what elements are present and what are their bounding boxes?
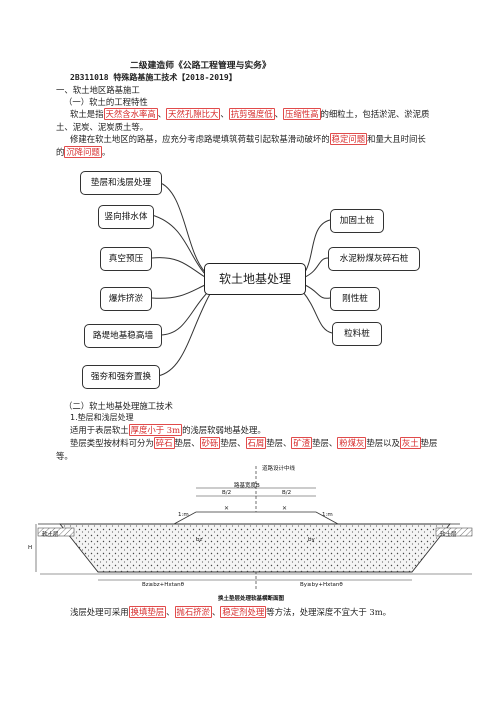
p4-sep: 垫层、 (174, 438, 200, 448)
road-mark: ✕ (282, 505, 287, 512)
highlight-stone-chips: 石屑 (245, 437, 267, 449)
p2-text-b: 和量大且时间长 (367, 134, 426, 144)
p1-sep: 、 (274, 109, 283, 119)
p2-text-d: 。 (101, 147, 111, 157)
p3-text-b: 的浅层软弱地基处理。 (182, 425, 266, 435)
paragraph-2-line-1: 修建在软土地区的路基，应充分考虑路堤填筑荷载引起软基滑动破坏的稳定问题和量大且时… (70, 133, 426, 145)
mindmap-node-left-6: 强夯和强夯置换 (82, 365, 160, 389)
mindmap-node-left-1: 垫层和浅层处理 (80, 171, 162, 195)
fig-half-left: B/2 (222, 490, 232, 496)
paragraph-4-line-1: 垫层类型按材料可分为碎石垫层、砂砾垫层、石屑垫层、矿渣垫层、粉煤灰垫层以及灰土垫… (70, 437, 437, 449)
connector (157, 293, 211, 377)
connector (302, 291, 333, 334)
p3-text-a: 适用于表层软土 (70, 425, 129, 435)
p4-sep: 垫层、 (312, 438, 338, 448)
paragraph-4-line-2: 等。 (56, 451, 73, 461)
highlight-thickness: 厚度小于 3m (128, 424, 183, 436)
mindmap-node-left-2: 竖向排水体 (98, 205, 154, 229)
fig-by: by (308, 537, 315, 543)
p4-sep: 垫层以及 (366, 438, 400, 448)
highlight-fly-ash: 粉煤灰 (337, 437, 367, 449)
soft-layer-left (37, 527, 75, 537)
highlight-stability: 稳定问题 (329, 133, 368, 145)
highlight-riprap: 抛石挤淤 (174, 606, 212, 618)
p5-text-b: 等方法，处理深度不宜大于 3m。 (266, 607, 392, 617)
heading-item-1: 1.垫层和浅层处理 (70, 413, 134, 422)
heading-sub-1: （一）软土的工程特性 (64, 97, 148, 107)
mindmap-node-left-3: 真空预压 (100, 247, 152, 271)
fig-half-right: B/2 (282, 490, 292, 496)
mindmap-node-right-2: 水泥粉煤灰碎石桩 (328, 247, 420, 271)
highlight-compressibility: 压缩性高 (283, 108, 321, 120)
p1-sep: 、 (157, 109, 167, 119)
doc-title: 二级建造师《公路工程管理与实务》 (130, 61, 271, 71)
p5-text-a: 浅层处理可采用 (70, 607, 129, 617)
paragraph-1-line-1: 软土是指天然含水率高、天然孔隙比大、抗剪强度低、压缩性高的细粒土，包括淤泥、淤泥… (70, 108, 429, 120)
highlight-settlement: 沉降问题 (64, 146, 102, 158)
paragraph-5: 浅层处理可采用换填垫层、抛石挤淤、稳定剂处理等方法，处理深度不宜大于 3m。 (70, 606, 391, 618)
connector (157, 181, 206, 273)
mindmap-node-left-5: 路堤地基稳高墙 (84, 324, 162, 348)
paragraph-2-line-2: 的沉降问题。 (56, 146, 110, 158)
highlight-lime-soil: 灰土 (399, 437, 421, 449)
mindmap-node-right-3: 刚性桩 (330, 287, 380, 311)
p5-sep: 、 (212, 607, 221, 617)
highlight-slag: 矿渣 (291, 437, 313, 449)
mindmap-node-left-4: 爆炸挤淤 (100, 287, 152, 311)
highlight-stabilizer: 稳定剂处理 (220, 606, 267, 618)
mindmap-node-right-4: 粒料桩 (332, 322, 382, 346)
p5-sep: 、 (166, 607, 175, 617)
fig-dim-right: By≥by+Hxtanθ (300, 582, 343, 588)
fig-caption: 换土垫层处理软基横断面图 (218, 596, 285, 602)
highlight-gravel: 碎石 (153, 437, 175, 449)
replacement-layer (59, 523, 451, 573)
p4-sep: 垫层、 (220, 438, 246, 448)
highlight-shear-strength: 抗剪强度低 (228, 108, 275, 120)
road-mark: ✕ (224, 505, 229, 512)
mindmap-center-node: 软土地基处理 (204, 263, 306, 295)
fig-center-label: 道路设计中线 (262, 466, 296, 472)
fig-soft-left: 软土层 (42, 532, 59, 538)
connector (304, 257, 329, 278)
fig-slope-left: 1:m (178, 512, 189, 518)
connector (151, 284, 206, 299)
connector (304, 219, 331, 273)
highlight-moisture: 天然含水率高 (103, 108, 158, 120)
p2-text-a: 修建在软土地区的路基，应充分考虑路堤填筑荷载引起软基滑动破坏的 (70, 134, 330, 144)
fig-h: H (28, 545, 33, 551)
connector (304, 284, 331, 299)
highlight-void-ratio: 天然孔隙比大 (166, 108, 221, 120)
heading-sub-2: （二）软土地基处理施工技术 (64, 401, 173, 411)
connector (151, 257, 206, 278)
highlight-replacement: 换填垫层 (128, 606, 167, 618)
paragraph-1-line-2: 土、泥炭、泥炭质土等。 (56, 122, 149, 132)
embankment (173, 511, 339, 525)
fig-soft-right: 软土层 (440, 532, 457, 538)
fig-bz: bz (196, 537, 203, 543)
section-code: 2B311018 特殊路基施工技术【2018-2019】 (70, 73, 237, 82)
p1-text-a: 软土是指 (70, 109, 104, 119)
heading-section-1: 一、软土地区路基施工 (56, 85, 140, 95)
p4-sep: 垫层、 (266, 438, 292, 448)
highlight-sand-gravel: 砂砾 (199, 437, 221, 449)
p2-text-c: 的 (56, 147, 65, 157)
p1-sep: 、 (220, 109, 229, 119)
connector (159, 291, 209, 336)
p4-text-a: 垫层类型按材料可分为 (70, 438, 154, 448)
mindmap-node-right-1: 加固土桩 (330, 209, 384, 233)
p1-text-b: 的细粒土，包括淤泥、淤泥质 (320, 109, 430, 119)
fig-slope-right: 1:m (322, 512, 333, 518)
soft-layer-right (435, 527, 473, 537)
p4-sep: 垫层 (420, 438, 438, 448)
fig-dim-left: Bz≥bz+Hxtanθ (142, 582, 185, 588)
fig-width-label: 路基宽度B (234, 483, 260, 489)
connector (151, 214, 206, 275)
